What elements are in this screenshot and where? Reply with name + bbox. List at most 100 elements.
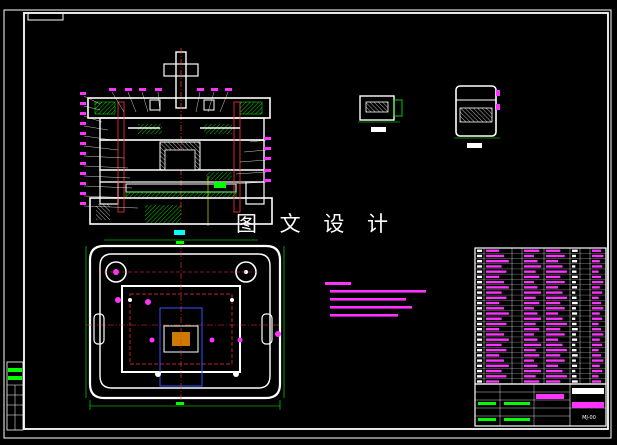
bom-cell-fill: [486, 317, 502, 320]
bom-cell-fill: [546, 333, 565, 336]
technical-notes: [325, 282, 426, 317]
bom-cell-fill: [592, 312, 600, 315]
bom-cell-fill: [524, 254, 534, 258]
parts-list-table: [474, 247, 607, 385]
bom-cell-fill: [546, 338, 559, 341]
side-legend-strip: [6, 361, 24, 431]
bom-row-number-fill: [477, 333, 482, 336]
bom-cell-fill: [524, 249, 540, 252]
bom-cell-fill: [546, 369, 563, 373]
bom-row-number-fill: [477, 328, 482, 331]
bom-cell-fill: [524, 280, 534, 284]
bom-cell-fill: [486, 333, 504, 336]
bom-cell-fill: [592, 354, 601, 357]
bom-row-number-fill: [477, 364, 482, 367]
bom-cell-fill: [592, 301, 601, 305]
bom-cell-fill: [486, 343, 502, 347]
bom-row-number-fill: [477, 280, 482, 284]
watermark-text: 图 文 设 计: [236, 212, 397, 236]
bom-cell-fill: [592, 364, 600, 367]
bom-cell-fill: [524, 359, 534, 362]
bom-row-number-fill: [477, 270, 482, 273]
bom-cell-fill: [572, 364, 578, 367]
bom-cell-fill: [592, 348, 599, 352]
bom-row-number-fill: [477, 275, 482, 279]
bom-cell-fill: [592, 328, 601, 331]
bom-cell-fill: [524, 343, 542, 347]
bom-cell-fill: [524, 375, 536, 378]
bom-cell-fill: [524, 369, 542, 373]
drawing-number: MJ-00: [582, 415, 596, 421]
bom-row-number-fill: [477, 249, 482, 252]
bom-row-number-fill: [477, 307, 482, 310]
bom-cell-fill: [592, 260, 600, 263]
bom-row-number-fill: [477, 343, 482, 347]
bom-cell-fill: [486, 280, 504, 284]
bom-cell-fill: [592, 296, 599, 299]
bom-row-number-fill: [477, 322, 482, 326]
bom-cell-fill: [486, 286, 509, 289]
bom-cell-fill: [572, 380, 578, 383]
bom-row-number-fill: [477, 301, 482, 305]
bom-cell-fill: [546, 307, 565, 310]
bom-cell-fill: [572, 275, 578, 279]
bom-cell-fill: [524, 333, 534, 336]
bom-cell-fill: [546, 275, 561, 279]
bom-cell-fill: [486, 270, 507, 273]
bom-cell-fill: [572, 322, 577, 326]
bom-cell-fill: [572, 301, 578, 305]
bom-cell-fill: [592, 359, 604, 362]
bom-cell-fill: [524, 265, 542, 268]
bom-cell-fill: [546, 364, 559, 367]
bom-cell-fill: [486, 359, 504, 362]
bom-cell-fill: [572, 354, 578, 357]
bom-cell-fill: [572, 338, 578, 341]
bom-cell-fill: [486, 380, 500, 383]
bom-cell-fill: [592, 275, 601, 279]
bom-cell-fill: [486, 291, 502, 294]
bom-cell-fill: [592, 249, 601, 252]
bom-cell-fill: [524, 291, 542, 294]
bom-cell-fill: [546, 322, 567, 326]
bom-cell-fill: [546, 348, 567, 352]
bom-cell-fill: [546, 265, 563, 268]
bom-cell-fill: [486, 260, 509, 263]
bom-cell-fill: [572, 291, 576, 294]
bom-cell-fill: [524, 328, 540, 331]
bom-row-number-fill: [477, 348, 482, 352]
bom-cell-fill: [592, 307, 604, 310]
bom-cell-fill: [546, 354, 561, 357]
bom-cell-fill: [524, 275, 540, 279]
bom-cell-fill: [524, 312, 538, 315]
bom-cell-fill: [486, 254, 504, 258]
bom-cell-fill: [592, 254, 604, 258]
bom-cell-fill: [572, 254, 576, 258]
bom-cell-fill: [592, 343, 603, 347]
sheet-border: [3, 9, 612, 439]
bom-row-number-fill: [477, 317, 482, 320]
detail-view-a: [358, 95, 403, 132]
bom-cell-fill: [546, 312, 559, 315]
detail-view-b: [454, 85, 500, 148]
bom-cell-fill: [572, 359, 576, 362]
bom-cell-fill: [546, 317, 563, 320]
bom-cell-fill: [572, 249, 578, 252]
front-section-view: [80, 48, 273, 235]
bom-cell-fill: [546, 286, 559, 289]
bom-cell-fill: [546, 260, 559, 263]
bom-cell-fill: [524, 270, 536, 273]
bom-cell-fill: [592, 380, 601, 383]
bom-cell-fill: [572, 312, 578, 315]
bom-cell-fill: [592, 317, 603, 320]
title-block: [474, 383, 607, 427]
bom-cell-fill: [486, 307, 504, 310]
bom-cell-fill: [486, 296, 507, 299]
bom-row-number-fill: [477, 338, 482, 341]
bom-cell-fill: [486, 354, 500, 357]
bom-cell-fill: [572, 317, 576, 320]
bom-cell-fill: [524, 286, 538, 289]
bom-cell-fill: [546, 343, 563, 347]
bom-cell-fill: [592, 369, 603, 373]
bom-cell-fill: [572, 280, 576, 284]
